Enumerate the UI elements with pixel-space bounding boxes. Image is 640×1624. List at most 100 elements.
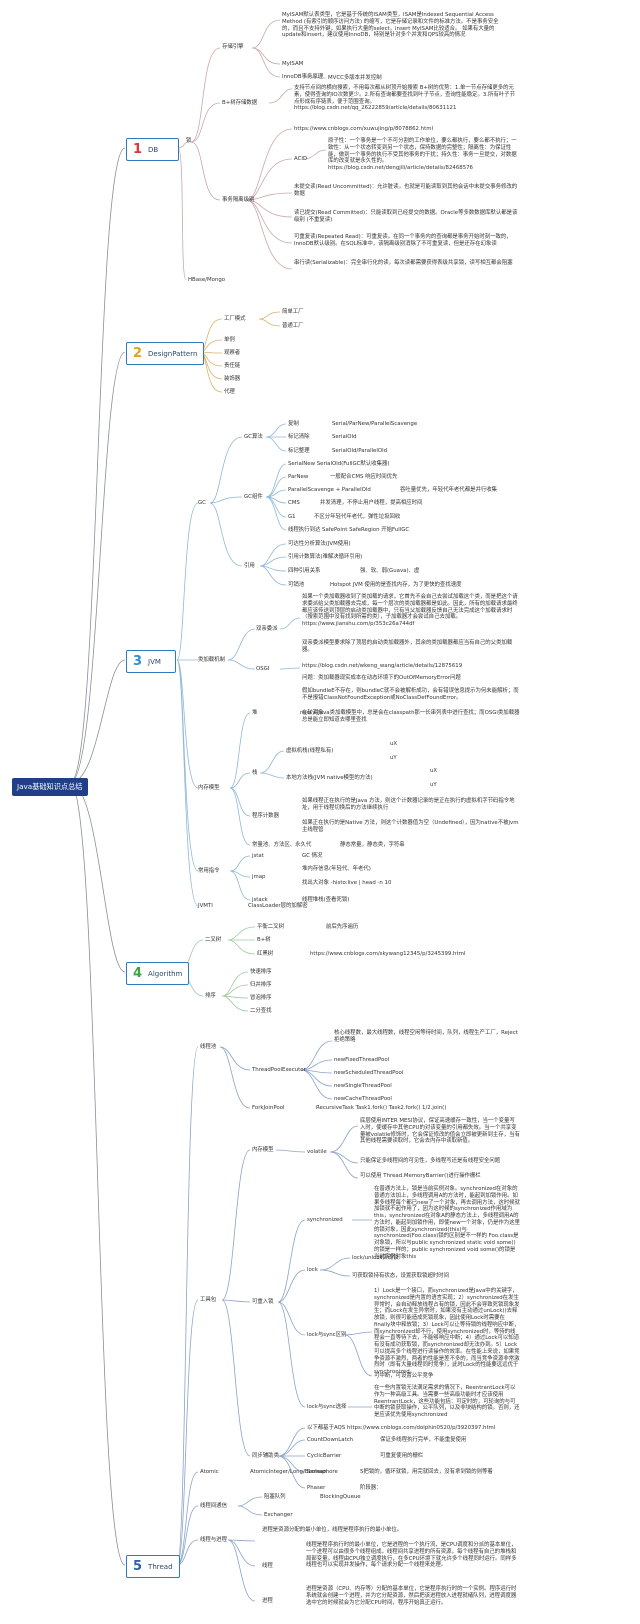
- db-myisam[interactable]: MyISAM: [282, 61, 304, 67]
- thread-thread[interactable]: 线程: [262, 1563, 273, 1569]
- thread-pool[interactable]: 线程池: [200, 1044, 217, 1050]
- jvm-jstack[interactable]: jstack: [252, 897, 268, 903]
- thread-lock-sync-choose[interactable]: lock与sync选择: [307, 1404, 347, 1410]
- alg-rb-tree-url[interactable]: https://www.cnblogs.com/skywang12345/p/3…: [310, 951, 466, 957]
- jvm-jstat[interactable]: jstat: [252, 853, 264, 859]
- jvm-ref-pool[interactable]: 可销池: [288, 582, 305, 588]
- alg-rb-tree[interactable]: 红黑树: [257, 951, 274, 957]
- thread-tpe[interactable]: ThreadPoolExecutor: [252, 1067, 306, 1073]
- jvm-collector-cms[interactable]: CMS: [288, 500, 300, 506]
- jvm-heap[interactable]: 堆: [252, 710, 258, 716]
- dp-factory[interactable]: 工厂模式: [224, 316, 246, 322]
- jvm-copy[interactable]: 复制: [288, 421, 299, 427]
- dp-simple-factory[interactable]: 简单工厂: [282, 309, 304, 315]
- branch-thread[interactable]: 5 Thread: [126, 1555, 180, 1578]
- jvm-jmap[interactable]: jmap: [252, 874, 266, 880]
- jvm-perm[interactable]: 常量池、方法区、永久代: [252, 842, 312, 848]
- jvm-osgi-url[interactable]: https://blog.csdn.net/wkeng_wang/article…: [302, 663, 463, 669]
- branch-designpattern[interactable]: 2 DesignPattern: [126, 342, 205, 365]
- thread-volatile-barrier: 可以使用 Thread.MemoryBarrier()进行操作栅栏: [360, 1173, 481, 1179]
- jvm-gc-algo[interactable]: GC算法: [244, 434, 263, 440]
- thread-communication[interactable]: 线程间通信: [200, 1503, 227, 1509]
- jvm-memory-model[interactable]: 内存模型: [198, 785, 220, 791]
- dp-chain[interactable]: 责任链: [224, 363, 241, 369]
- jvm-stack[interactable]: 栈: [252, 770, 258, 776]
- db-hbase-mongo[interactable]: HBase/Mongo: [188, 277, 226, 283]
- jvm-collector-parnew-desc: 一般配合CMS 响应时间优先: [330, 474, 398, 480]
- thread-countdownlatch[interactable]: CountDownLatch: [307, 1437, 354, 1443]
- alg-bubble-sort[interactable]: 冒泡排序: [250, 995, 272, 1001]
- dp-proxy[interactable]: 代理: [224, 389, 235, 395]
- jvm-ref-four[interactable]: 四种引用关系: [288, 568, 321, 574]
- branch-number: 4: [133, 966, 143, 981]
- thread-forkjoin[interactable]: ForkJoinPool: [252, 1105, 285, 1111]
- db-storage-engine[interactable]: 存储引擎: [222, 44, 244, 50]
- jvm-mark-compact-collectors: SerialOld/ParallelOld: [332, 448, 388, 454]
- jvm-classload[interactable]: 类加载机制: [198, 657, 225, 663]
- dp-decorator[interactable]: 装饰器: [224, 376, 241, 382]
- alg-balanced-tree[interactable]: 平衡二叉树: [257, 924, 284, 930]
- jvm-jvmti[interactable]: JVMTI: [198, 903, 213, 909]
- dp-singleton[interactable]: 单例: [224, 337, 235, 343]
- thread-cache-pool[interactable]: newCacheThreadPool: [334, 1096, 392, 1102]
- thread-scheduled-pool[interactable]: newScheduledThreadPool: [334, 1070, 404, 1076]
- db-innodb[interactable]: InnoDB事务原理: [282, 74, 324, 80]
- thread-tools[interactable]: 工具包: [200, 1297, 217, 1303]
- thread-atomic-desc: AtomicInteger/Long/Boolean: [250, 1469, 327, 1475]
- thread-exchanger[interactable]: Exchanger: [264, 1512, 293, 1518]
- thread-lock[interactable]: lock: [307, 1267, 318, 1273]
- jvm-ref[interactable]: 引用: [244, 563, 255, 569]
- db-acid[interactable]: ACID: [294, 156, 308, 162]
- root-topic[interactable]: Java基础知识点总结: [12, 778, 88, 796]
- jvm-collector[interactable]: GC组件: [244, 494, 263, 500]
- alg-merge-sort[interactable]: 归并排序: [250, 982, 272, 988]
- alg-binary-tree[interactable]: 二叉树: [205, 937, 222, 943]
- thread-reentrant-lock[interactable]: 可重入锁: [252, 1299, 274, 1305]
- db-lock[interactable]: 锁: [186, 138, 192, 144]
- thread-blocking-queue-desc: BlockingQueue: [320, 1494, 361, 1500]
- db-btree[interactable]: B+树存储数据: [222, 100, 258, 106]
- jvm-parent-delegation[interactable]: 双亲委派: [256, 626, 278, 632]
- thread-cyclicbarrier[interactable]: CyclicBarrier: [307, 1453, 342, 1459]
- jvm-vm-stack[interactable]: 虚拟机栈(线程私有): [286, 748, 334, 754]
- jvm-collector-parnew[interactable]: ParNew: [288, 474, 309, 480]
- branch-algorithm[interactable]: 4 Algorithm: [126, 962, 190, 985]
- thread-atomic[interactable]: Atomic: [200, 1469, 219, 1475]
- alg-bplus-tree[interactable]: B+树: [257, 937, 271, 943]
- branch-db[interactable]: 1 DB: [126, 138, 180, 161]
- jvm-osgi[interactable]: OSGI: [256, 666, 270, 672]
- jvm-mark-compact[interactable]: 标记整理: [288, 448, 310, 454]
- thread-volatile[interactable]: volatile: [307, 1149, 327, 1155]
- thread-phaser-desc: 阶段器：: [360, 1485, 382, 1491]
- alg-sort[interactable]: 排序: [205, 993, 216, 999]
- jvm-collector-g1[interactable]: G1: [288, 514, 296, 520]
- jvm-collector-serial[interactable]: SerialNew SerialOld(FullGC默认收集器): [288, 461, 390, 467]
- jvm-gc[interactable]: GC: [198, 500, 206, 506]
- jvm-collector-parallel[interactable]: ParallelScavenge + ParallelOld: [288, 487, 371, 493]
- jvm-commands[interactable]: 常用指令: [198, 868, 220, 874]
- thread-process[interactable]: 进程: [262, 1598, 273, 1604]
- thread-aqs-url[interactable]: 以下都基于AQS https://www.cnblogs.com/dolphin…: [307, 1425, 496, 1431]
- db-tx-url[interactable]: https://www.cnblogs.com/xuwujing/p/80788…: [294, 126, 433, 132]
- thread-memory-model[interactable]: 内存模型: [252, 1147, 274, 1153]
- thread-thread-process-desc: 进程是资源分配的最小单位，线程是程序执行的最小单位。: [262, 1527, 403, 1533]
- thread-blocking-queue[interactable]: 阻塞队列: [264, 1494, 286, 1500]
- thread-fixed-pool[interactable]: newFixedThreadPool: [334, 1057, 390, 1063]
- jvm-mark-sweep[interactable]: 标记清除: [288, 434, 310, 440]
- thread-thread-process[interactable]: 线程与进程: [200, 1537, 227, 1543]
- thread-synchronized[interactable]: synchronized: [307, 1217, 343, 1223]
- thread-sync-helpers[interactable]: 同步辅助类: [252, 1453, 279, 1459]
- branch-jvm[interactable]: 3 JVM: [126, 650, 176, 673]
- dp-observer[interactable]: 观察者: [224, 350, 241, 356]
- jvm-pc[interactable]: 程序计数器: [252, 813, 279, 819]
- alg-quick-sort[interactable]: 快速排序: [250, 969, 272, 975]
- thread-lock-sync-diff[interactable]: lock与sync区别: [307, 1332, 347, 1338]
- thread-process-desc: 进程是资源（CPU、内存等）分配的基本单位，它是程序执行时的一个实例。程序运行时…: [306, 1586, 517, 1606]
- thread-semaphore[interactable]: Semaphore: [307, 1469, 338, 1475]
- db-tx-level[interactable]: 事务隔离级别: [222, 197, 255, 203]
- jvm-native-stack[interactable]: 本地方法栈(JVM native模型的方法): [286, 775, 373, 781]
- dp-normal-factory[interactable]: 普通工厂: [282, 323, 304, 329]
- thread-single-pool[interactable]: newSingleThreadPool: [334, 1083, 392, 1089]
- thread-phaser[interactable]: Phaser: [307, 1485, 326, 1491]
- alg-binary-search[interactable]: 二分查找: [250, 1008, 272, 1014]
